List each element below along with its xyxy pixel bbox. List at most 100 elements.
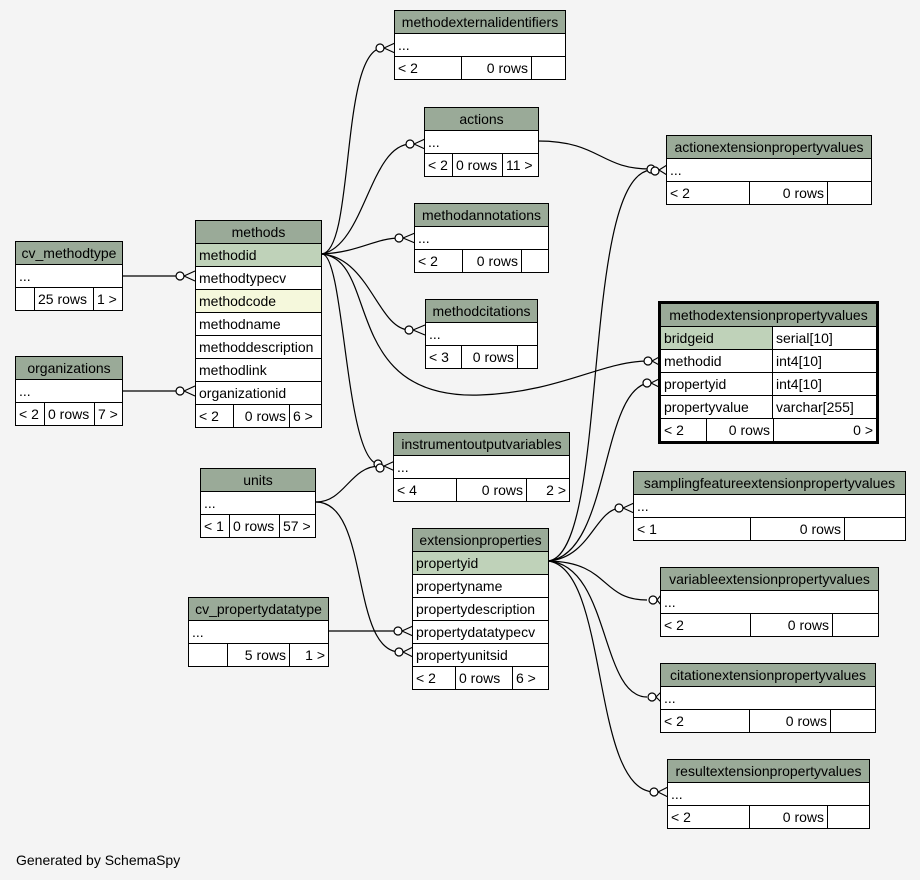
column-methodlink: methodlink bbox=[196, 359, 321, 382]
table-header[interactable]: actionextensionpropertyvalues bbox=[667, 136, 871, 159]
table-samplingfeatureextensionpropertyvalues[interactable]: samplingfeatureextensionpropertyvalues .… bbox=[633, 471, 906, 541]
table-header[interactable]: actions bbox=[425, 108, 538, 131]
table-row: ... bbox=[395, 34, 565, 57]
children-count: 57 > bbox=[279, 515, 315, 537]
column-name: methodid bbox=[661, 350, 773, 372]
column-propertyid: propertyid bbox=[413, 552, 548, 575]
table-header[interactable]: resultextensionpropertyvalues bbox=[668, 760, 869, 783]
table-methodcitations[interactable]: methodcitations ... < 3 0 rows bbox=[425, 299, 538, 369]
column-propertydescription: propertydescription bbox=[413, 598, 548, 621]
row-count: 0 rows bbox=[749, 182, 827, 204]
table-methodannotations[interactable]: methodannotations ... < 2 0 rows bbox=[414, 203, 549, 273]
column-methodid: methodid int4[10] bbox=[661, 350, 876, 373]
column-name: propertyid bbox=[661, 373, 773, 395]
table-row: ... bbox=[426, 323, 537, 346]
column-methoddescription: methoddescription bbox=[196, 336, 321, 359]
parents-count: < 2 bbox=[416, 670, 436, 686]
table-header[interactable]: methodannotations bbox=[415, 204, 548, 227]
edge-methods-methodexternalidentifiers bbox=[321, 47, 384, 255]
table-cv-methodtype[interactable]: cv_methodtype ... 25 rows 1 > bbox=[15, 241, 123, 311]
edge-extprop-samplingext bbox=[547, 507, 621, 562]
parents-count: < 1 bbox=[204, 518, 224, 534]
table-footer: < 2 0 rows 6 > bbox=[196, 405, 321, 427]
table-header[interactable]: organizations bbox=[16, 357, 122, 380]
table-footer: < 3 0 rows bbox=[426, 346, 537, 368]
table-header[interactable]: methodcitations bbox=[426, 300, 537, 323]
edge-actions-actionext bbox=[537, 140, 651, 170]
table-header[interactable]: extensionproperties bbox=[413, 529, 548, 552]
column-propertyunitsid: propertyunitsid bbox=[413, 644, 548, 667]
generated-by-label: Generated by SchemaSpy bbox=[16, 852, 181, 868]
table-citationextensionpropertyvalues[interactable]: citationextensionpropertyvalues ... < 2 … bbox=[660, 663, 876, 733]
table-extensionproperties[interactable]: extensionproperties propertyid propertyn… bbox=[412, 528, 549, 690]
table-footer: < 2 0 rows 6 > bbox=[413, 667, 548, 689]
table-header[interactable]: methodexternalidentifiers bbox=[395, 11, 565, 34]
children-count bbox=[517, 346, 537, 368]
column-type: int4[10] bbox=[776, 376, 822, 392]
table-header[interactable]: cv_propertydatatype bbox=[189, 598, 328, 621]
row-count: 0 rows bbox=[706, 419, 773, 441]
table-header[interactable]: instrumentoutputvariables bbox=[394, 433, 569, 456]
table-header[interactable]: methodextensionpropertyvalues bbox=[661, 304, 876, 327]
column-type: varchar[255] bbox=[776, 399, 854, 415]
edge-units-instrumentoutput bbox=[315, 465, 381, 503]
children-count: 6 > bbox=[512, 667, 548, 689]
table-actionextensionpropertyvalues[interactable]: actionextensionpropertyvalues ... < 2 0 … bbox=[666, 135, 872, 205]
parents-count: < 1 bbox=[637, 521, 657, 537]
children-count: 1 > bbox=[93, 288, 122, 310]
edge-methods-instrumentoutputvariables bbox=[321, 253, 380, 465]
edge-extprop-actionext bbox=[547, 169, 651, 562]
table-variableextensionpropertyvalues[interactable]: variableextensionpropertyvalues ... < 2 … bbox=[660, 567, 879, 637]
edge-extprop-variableext bbox=[547, 560, 648, 601]
table-actions[interactable]: actions ... < 2 0 rows 11 > bbox=[424, 107, 539, 177]
parents-count: < 4 bbox=[397, 482, 417, 498]
row-count: 0 rows bbox=[233, 405, 289, 427]
table-footer: < 2 0 rows bbox=[661, 710, 875, 732]
column-propertyname: propertyname bbox=[413, 575, 548, 598]
edge-extprop-methodext bbox=[547, 382, 649, 562]
table-row: ... bbox=[661, 591, 878, 614]
table-row: ... bbox=[16, 380, 122, 403]
table-cv-propertydatatype[interactable]: cv_propertydatatype ... 5 rows 1 > bbox=[188, 597, 329, 667]
row-count: 0 rows bbox=[452, 154, 502, 176]
row-count: 0 rows bbox=[461, 346, 517, 368]
column-name: propertyvalue bbox=[661, 396, 773, 418]
row-count: 0 rows bbox=[750, 518, 844, 540]
parents-count: < 2 bbox=[664, 422, 684, 438]
table-header[interactable]: citationextensionpropertyvalues bbox=[661, 664, 875, 687]
table-header[interactable]: methods bbox=[196, 221, 321, 244]
row-count: 0 rows bbox=[749, 710, 830, 732]
table-footer: < 2 0 rows 0 > bbox=[661, 419, 876, 441]
table-row: ... bbox=[415, 227, 548, 250]
table-methodextensionpropertyvalues[interactable]: methodextensionpropertyvalues bridgeid s… bbox=[658, 301, 879, 444]
row-count: 0 rows bbox=[462, 250, 521, 272]
parents-count: < 2 bbox=[428, 157, 448, 173]
children-count bbox=[830, 710, 875, 732]
row-count: 0 rows bbox=[750, 614, 832, 636]
table-organizations[interactable]: organizations ... < 2 0 rows 7 > bbox=[15, 356, 123, 426]
column-propertydatatypecv: propertydatatypecv bbox=[413, 621, 548, 644]
table-header[interactable]: cv_methodtype bbox=[16, 242, 122, 265]
children-count: 2 > bbox=[526, 479, 569, 501]
table-instrumentoutputvariables[interactable]: instrumentoutputvariables ... < 4 0 rows… bbox=[393, 432, 570, 502]
table-footer: < 2 0 rows 11 > bbox=[425, 154, 538, 176]
table-footer: < 1 0 rows 57 > bbox=[201, 515, 315, 537]
column-name: bridgeid bbox=[661, 327, 773, 349]
table-units[interactable]: units ... < 1 0 rows 57 > bbox=[200, 468, 316, 538]
column-bridgeid: bridgeid serial[10] bbox=[661, 327, 876, 350]
column-type: serial[10] bbox=[773, 327, 876, 349]
table-methodexternalidentifiers[interactable]: methodexternalidentifiers ... < 2 0 rows bbox=[394, 10, 566, 80]
table-row: ... bbox=[667, 159, 871, 182]
table-header[interactable]: variableextensionpropertyvalues bbox=[661, 568, 878, 591]
table-header[interactable]: units bbox=[201, 469, 315, 492]
table-methods[interactable]: methods methodid methodtypecv methodcode… bbox=[195, 220, 322, 428]
column-propertyvalue: propertyvalue varchar[255] bbox=[661, 396, 876, 419]
table-footer: < 2 0 rows bbox=[395, 57, 565, 79]
parents-count bbox=[189, 644, 227, 666]
table-header[interactable]: samplingfeatureextensionpropertyvalues bbox=[634, 472, 905, 495]
column-methodtypecv: methodtypecv bbox=[196, 267, 321, 290]
children-count: 6 > bbox=[289, 405, 321, 427]
row-count: 0 rows bbox=[749, 806, 827, 828]
table-resultextensionpropertyvalues[interactable]: resultextensionpropertyvalues ... < 2 0 … bbox=[667, 759, 870, 829]
table-footer: < 4 0 rows 2 > bbox=[394, 479, 569, 501]
